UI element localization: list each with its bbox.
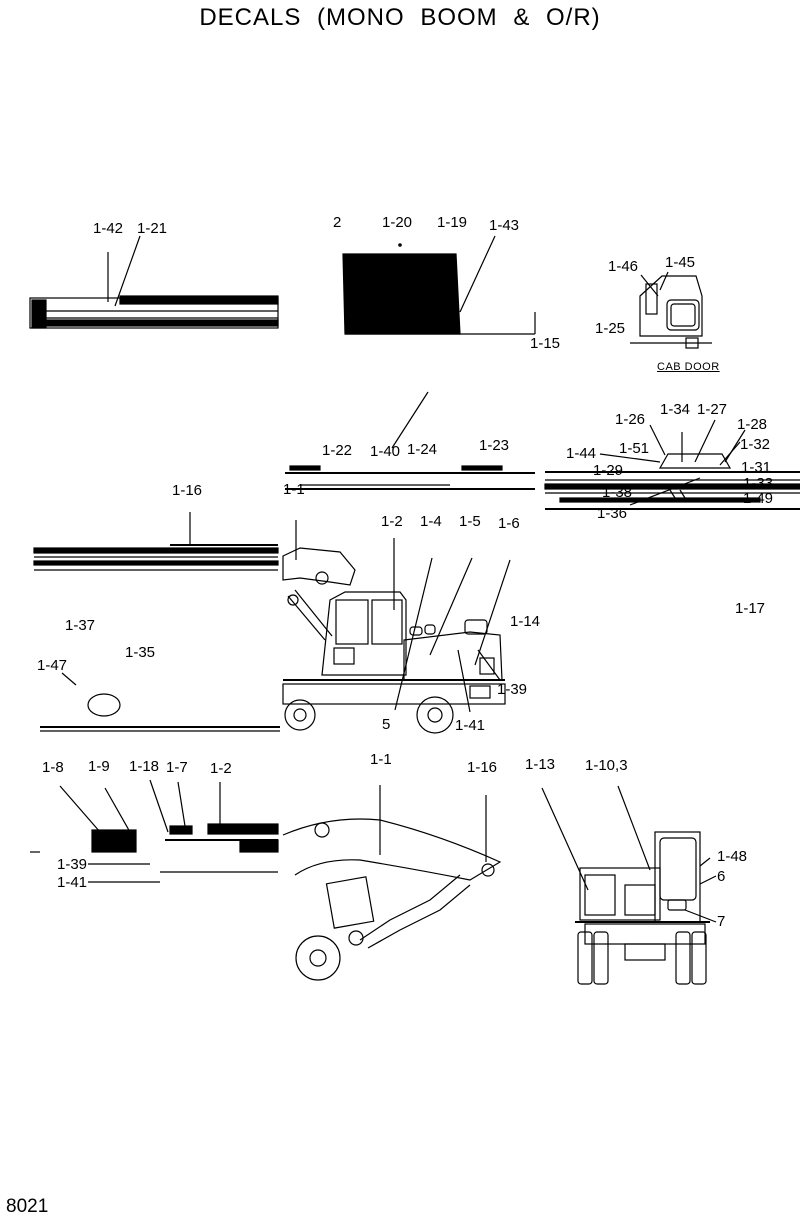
callout-label: 1-2: [210, 760, 232, 777]
callout-label: 1-7: [166, 759, 188, 776]
callout-label: 1-51: [619, 440, 650, 457]
callout-label: 1-48: [717, 848, 748, 865]
callout-label: 1-6: [498, 515, 520, 532]
callout-label: 1-33: [743, 475, 774, 492]
callout-label: 1-2: [381, 513, 403, 530]
callout-label: 1-9: [88, 758, 110, 775]
callout-label: 1-18: [129, 758, 160, 775]
machine-side-view: [282, 520, 511, 734]
callout-label: 1-16: [467, 759, 498, 776]
page-title: DECALS (MONO BOOM & O/R): [199, 4, 601, 31]
callout-label: 1-37: [65, 617, 96, 634]
callout-label: 1-47: [37, 657, 68, 674]
callout-label: 1-19: [437, 214, 468, 231]
callout-label: 1-38: [602, 484, 633, 501]
callout-label: 1-4: [420, 513, 442, 530]
strip-lower-left: [30, 779, 279, 883]
callout-label: 1-15: [530, 335, 561, 352]
callout-label: 1-28: [737, 416, 768, 433]
callout-label: 1-34: [660, 401, 691, 418]
callout-label: 1-40: [370, 443, 401, 460]
callout-label: 1-5: [459, 513, 481, 530]
callout-label: 1-1: [370, 751, 392, 768]
black-decal-block: [342, 235, 536, 335]
callout-label: 1-14: [510, 613, 541, 630]
callout-label: 1-10,3: [585, 757, 628, 774]
cab-door-caption: CAB DOOR: [657, 361, 720, 373]
callout-label: 1-41: [455, 717, 486, 734]
boom-closeup: [282, 785, 502, 981]
decal-sheet-left: [40, 672, 280, 732]
callout-label: 1-22: [322, 442, 353, 459]
callout-label: 1-21: [137, 220, 168, 237]
callout-label: 1-8: [42, 759, 64, 776]
callout-label: 1-35: [125, 644, 156, 661]
callout-label: 1-39: [497, 681, 528, 698]
strip-middle: [285, 391, 535, 490]
cab-roof-stripes: [544, 419, 800, 510]
callout-label: 1-1: [283, 481, 305, 498]
callout-label: 1-20: [382, 214, 413, 231]
strip-top-left: [29, 235, 279, 329]
callout-label: 1-23: [479, 437, 510, 454]
callout-label: 1-32: [740, 436, 771, 453]
callout-label: 1-25: [595, 320, 626, 337]
callout-label: 1-42: [93, 220, 124, 237]
cab-door-outline: [630, 271, 712, 349]
machine-rear-view: [541, 785, 717, 985]
callout-label: 1-49: [743, 490, 774, 507]
callout-label: 1-41: [57, 874, 88, 891]
strip-left-long: [33, 512, 279, 571]
callout-label: 5: [382, 716, 391, 733]
callout-label: 1-46: [608, 258, 639, 275]
callout-label: 1-17: [735, 600, 766, 617]
callout-label: 1-13: [525, 756, 556, 773]
callout-label: 1-24: [407, 441, 438, 458]
callout-label: 2: [333, 214, 342, 231]
callout-label: 1-36: [597, 505, 628, 522]
callout-label: 1-31: [741, 459, 772, 476]
callout-label: 1-26: [615, 411, 646, 428]
callout-label: 1-39: [57, 856, 88, 873]
callout-label: 1-45: [665, 254, 696, 271]
callout-label: 1-29: [593, 462, 624, 479]
callout-label: 6: [717, 868, 726, 885]
callout-label: 1-44: [566, 445, 597, 462]
callout-label: 1-27: [697, 401, 728, 418]
callout-label: 1-16: [172, 482, 203, 499]
callout-label: 7: [717, 913, 726, 930]
page-number: 8021: [6, 1196, 49, 1217]
callout-label: 1-43: [489, 217, 520, 234]
